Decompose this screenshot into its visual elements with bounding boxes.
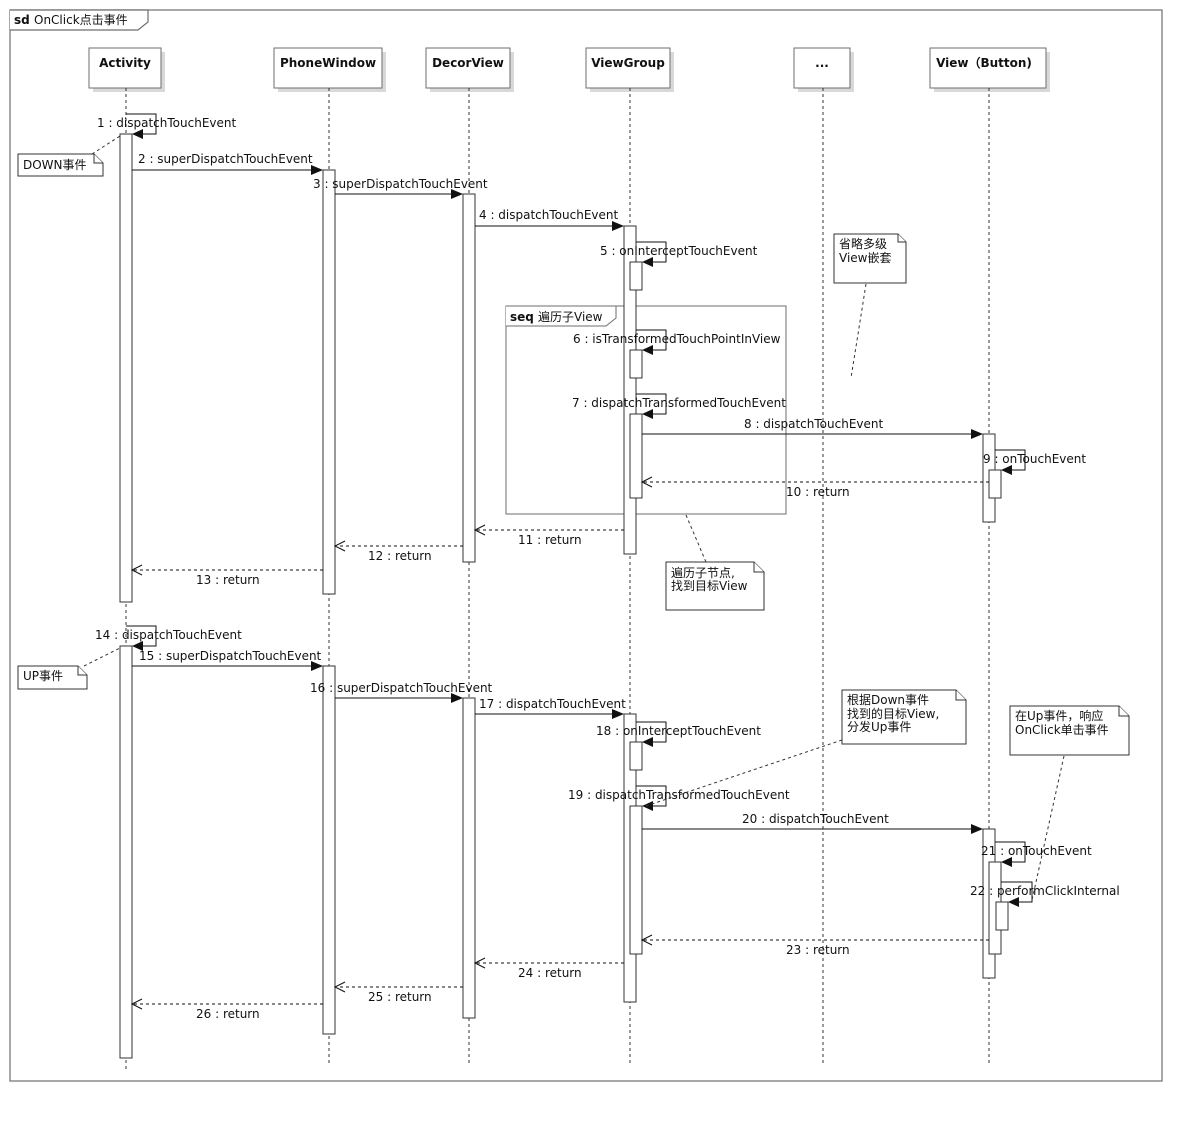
message-2-label: 2 : superDispatchTouchEvent: [138, 152, 313, 166]
message-4-label: 4 : dispatchTouchEvent: [479, 208, 619, 222]
message-22-label: 22 : performClickInternal: [970, 884, 1120, 898]
note-omit-line2: View嵌套: [839, 251, 891, 265]
lifeline-viewgroup-label: ViewGroup: [591, 56, 665, 70]
activation-decorview-2: [462, 697, 476, 1019]
message-1-label: 1 : dispatchTouchEvent: [97, 116, 237, 130]
message-21: [995, 841, 1026, 863]
message-18: [636, 721, 667, 743]
messages-down: 1 : dispatchTouchEvent 2 : superDispatch…: [97, 113, 1086, 587]
message-15-label: 15 : superDispatchTouchEvent: [139, 649, 322, 663]
message-25-label: 25 : return: [368, 990, 432, 1004]
message-8-label: 8 : dispatchTouchEvent: [744, 417, 884, 431]
note-traverse-line2: 找到目标View: [671, 579, 748, 593]
activation-viewgroup-istransformed: [629, 349, 643, 379]
activation-activity-1: [119, 133, 133, 603]
lifeline-phonewindow-label: PhoneWindow: [280, 56, 376, 70]
message-26-label: 26 : return: [196, 1007, 260, 1021]
lifeline-activity-label: Activity: [99, 56, 151, 70]
activation-phonewindow-1: [322, 169, 336, 595]
frame-title-tab: [10, 9, 149, 31]
message-16-label: 16 : superDispatchTouchEvent: [310, 681, 493, 695]
note-down-text: DOWN事件: [23, 158, 87, 172]
message-14: [126, 625, 157, 647]
activation-activity-2: [119, 645, 133, 1059]
message-18-label: 18 : onInterceptTouchEvent: [596, 724, 761, 738]
message-13-label: 13 : return: [196, 573, 260, 587]
messages-up: 14 : dispatchTouchEvent 15 : superDispat…: [95, 625, 1120, 1021]
message-12-label: 12 : return: [368, 549, 432, 563]
note-traverse-line1: 遍历子节点,: [671, 566, 735, 580]
seq-title: 遍历子View: [538, 310, 603, 324]
message-21-label: 21 : onTouchEvent: [981, 844, 1092, 858]
activation-viewgroup-dispatch-2: [629, 805, 643, 955]
lifeline-phonewindow: PhoneWindow: [273, 47, 386, 92]
note-traverse-children: 遍历子节点, 找到目标View: [665, 514, 765, 611]
lifeline-viewgroup: ViewGroup: [585, 47, 674, 92]
message-6-label: 6 : isTransformedTouchPointInView: [573, 332, 781, 346]
message-7: [636, 393, 667, 415]
message-11-label: 11 : return: [518, 533, 582, 547]
message-19-label: 19 : dispatchTransformedTouchEvent: [568, 788, 790, 802]
activation-viewgroup-dispatch-1: [629, 413, 643, 499]
activation-viewgroup-intercept-2: [629, 741, 643, 771]
activation-decorview-1: [462, 193, 476, 563]
message-9-label: 9 : onTouchEvent: [983, 452, 1086, 466]
lifeline-view-label: View（Button): [936, 55, 1032, 70]
activation-phonewindow-2: [322, 665, 336, 1035]
note-dispatch-up-line2: 找到的目标View,: [847, 706, 939, 721]
activations: [119, 133, 1009, 1059]
lifeline-decorview-label: DecorView: [432, 56, 504, 70]
note-down-event: DOWN事件: [17, 135, 121, 177]
message-14-label: 14 : dispatchTouchEvent: [95, 628, 242, 642]
note-onclick: 在Up事件，响应 OnClick单击事件: [1009, 705, 1130, 901]
message-23-label: 23 : return: [786, 943, 850, 957]
lifeline-ellipsis-label: ...: [815, 56, 829, 70]
note-omit-line1: 省略多级: [839, 236, 887, 251]
lifeline-view-button: View（Button): [929, 47, 1050, 92]
message-20-label: 20 : dispatchTouchEvent: [742, 812, 889, 826]
message-1: [126, 113, 157, 135]
note-omit-nesting: 省略多级 View嵌套: [833, 233, 907, 379]
note-dispatch-up-line3: 分发Up事件: [847, 719, 911, 734]
note-onclick-line2: OnClick单击事件: [1015, 723, 1109, 737]
message-5-label: 5 : onInterceptTouchEvent: [600, 244, 758, 258]
message-19: [636, 785, 667, 807]
activation-viewgroup-intercept-1: [629, 261, 643, 291]
message-9: [995, 449, 1026, 471]
message-6: [636, 329, 667, 351]
message-17-label: 17 : dispatchTouchEvent: [479, 697, 626, 711]
lifeline-activity: Activity: [88, 47, 165, 92]
message-5: [636, 241, 667, 263]
message-24-label: 24 : return: [518, 966, 582, 980]
seq-keyword: seq: [510, 310, 534, 324]
lifeline-ellipsis: ...: [793, 47, 854, 92]
note-onclick-line1: 在Up事件，响应: [1015, 708, 1103, 723]
seq-fragment: seq 遍历子View: [505, 305, 787, 515]
note-dispatch-up: 根据Down事件 找到的目标View, 分发Up事件: [645, 689, 967, 807]
message-3-label: 3 : superDispatchTouchEvent: [313, 177, 488, 191]
note-dispatch-up-line1: 根据Down事件: [847, 693, 929, 707]
message-10-label: 10 : return: [786, 485, 850, 499]
message-7-label: 7 : dispatchTransformedTouchEvent: [572, 396, 786, 410]
diagram-frame: [9, 9, 1163, 1082]
activation-view-ontouch-1: [988, 469, 1002, 499]
message-22: [1001, 881, 1033, 903]
note-up-text: UP事件: [23, 669, 63, 683]
frame-title: OnClick点击事件: [34, 13, 128, 27]
activation-view-performclick: [995, 901, 1009, 931]
lifeline-decorview: DecorView: [425, 47, 514, 92]
frame-keyword: sd: [14, 13, 30, 27]
note-up-event: UP事件: [17, 647, 121, 690]
